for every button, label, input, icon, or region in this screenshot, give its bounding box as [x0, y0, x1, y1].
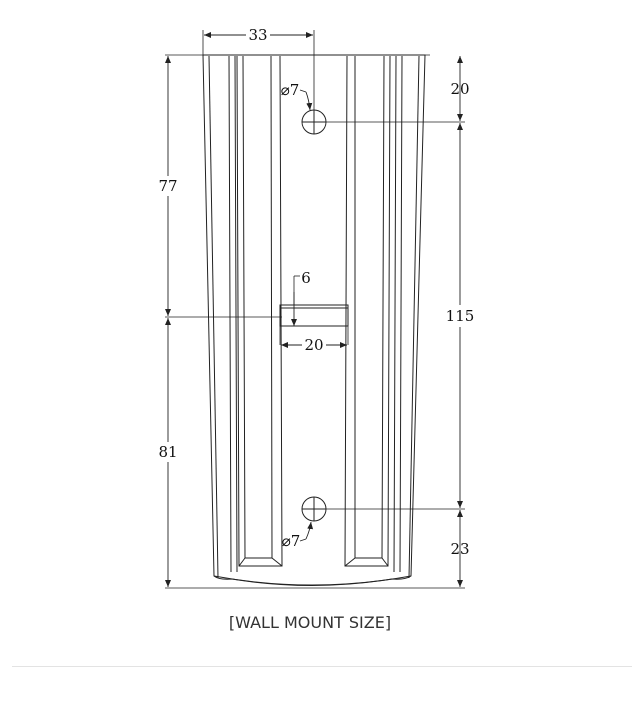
- mount-plate-outline: [202, 54, 426, 586]
- drawing-caption: [WALL MOUNT SIZE]: [228, 613, 392, 632]
- extension-lines: [165, 30, 465, 589]
- dim-slot-width: 20: [304, 336, 323, 354]
- dim-left-lower: 81: [158, 443, 177, 461]
- left-channel: [228, 55, 283, 573]
- dim-top-width: 33: [248, 26, 267, 44]
- label-backgrounds: [157, 26, 474, 462]
- top-hole-icon: [301, 109, 327, 135]
- divider: [12, 666, 632, 667]
- dim-left-upper: 77: [158, 177, 177, 195]
- dim-right-bottom: 23: [450, 540, 469, 558]
- right-channel: [344, 55, 403, 573]
- dim-right-middle: 115: [446, 307, 475, 325]
- dim-slot-height: 6: [301, 269, 311, 287]
- dim-top-offset: 20: [450, 80, 469, 98]
- bottom-hole-icon: [301, 496, 327, 522]
- top-hole-label: ⌀7: [281, 81, 300, 99]
- bottom-hole-label: ⌀7: [282, 532, 301, 550]
- center-slot: [279, 304, 349, 327]
